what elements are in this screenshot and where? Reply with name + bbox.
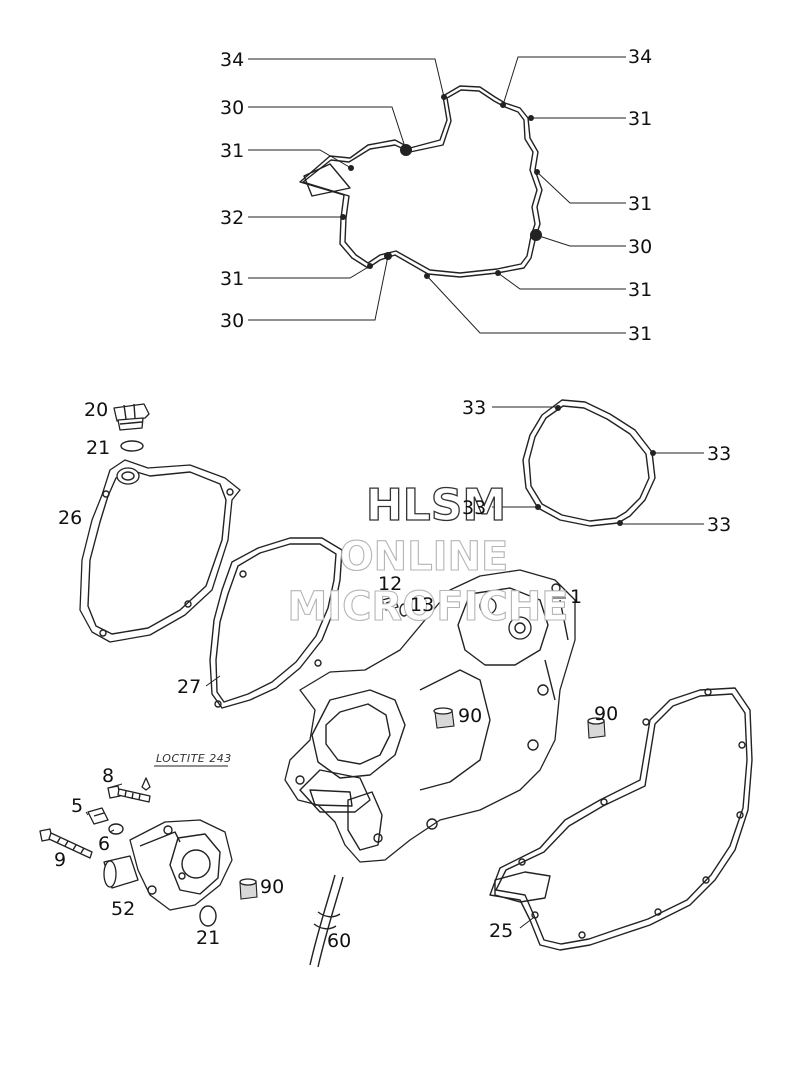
callout-label: 30 — [628, 236, 652, 258]
washer-6 — [108, 823, 124, 835]
screw-12 — [381, 596, 399, 611]
main-housing — [284, 569, 576, 863]
plug-5 — [87, 807, 109, 825]
leader-25 — [519, 917, 534, 929]
callout-label: 32 — [220, 207, 244, 229]
callout-label: 8 — [102, 765, 114, 787]
o-ring-21-lower — [199, 905, 217, 927]
callout-label: 20 — [84, 399, 108, 421]
callout-label: 26 — [58, 507, 82, 529]
callout-label: 31 — [628, 323, 652, 345]
hose-60 — [309, 874, 344, 968]
inner-gasket — [299, 85, 543, 279]
callout-label: 33 — [707, 514, 731, 536]
watermark-line-3: MICROFICHE — [287, 584, 568, 630]
callout-label: 1 — [570, 586, 582, 608]
callout-label: 34 — [628, 46, 652, 68]
bushing-90-lower — [239, 878, 258, 900]
callout-label: 52 — [111, 898, 135, 920]
callout-label: 9 — [54, 849, 66, 871]
thread-lock-drop — [141, 777, 151, 791]
water-pump-cover — [103, 819, 233, 911]
callout-label: 60 — [327, 930, 351, 952]
washer-13 — [399, 603, 409, 617]
bushing-90-right — [587, 717, 606, 739]
callout-label: 5 — [71, 795, 83, 817]
callout-label: 31 — [220, 140, 244, 162]
callout-label: 90 — [260, 876, 284, 898]
watermark: HLSM ONLINE MICROFICHE — [287, 479, 569, 630]
oil-filler-plug — [113, 403, 150, 431]
callout-label: 12 — [378, 573, 402, 595]
top-leader-lines — [248, 56, 626, 334]
bushing-90-center — [433, 707, 455, 729]
lower-right-gasket — [489, 687, 753, 951]
middle-gasket — [209, 537, 343, 709]
watermark-line-2: ONLINE — [340, 534, 509, 580]
callout-label: 90 — [458, 705, 482, 727]
leader-27 — [205, 675, 221, 687]
callout-label: 31 — [220, 268, 244, 290]
callout-label: 27 — [177, 676, 201, 698]
callout-label: 30 — [220, 97, 244, 119]
callout-label: 33 — [707, 443, 731, 465]
callout-label: 31 — [628, 108, 652, 130]
lower-leader-lines — [85, 783, 123, 833]
o-ring — [120, 440, 144, 452]
outer-gasket — [522, 399, 656, 527]
loctite-note: LOCTITE 243 — [156, 752, 232, 765]
callout-label: 31 — [628, 193, 652, 215]
watermark-line-1: HLSM — [366, 480, 506, 531]
callout-labels: 34 34 30 31 31 31 32 30 31 31 30 31 20 2… — [54, 46, 731, 952]
callout-label: 21 — [196, 927, 220, 949]
callout-label: 33 — [462, 397, 486, 419]
callout-label: 21 — [86, 437, 110, 459]
callout-label: 34 — [220, 49, 244, 71]
outer-cover — [79, 459, 241, 643]
bolt-9 — [39, 828, 93, 859]
callout-label: 90 — [594, 703, 618, 725]
callout-label: 33 — [462, 497, 486, 519]
callout-label: 31 — [628, 279, 652, 301]
right-leader-lines — [492, 406, 704, 525]
bolt-8 — [107, 785, 151, 803]
callout-label: 25 — [489, 920, 513, 942]
callout-label: 30 — [220, 310, 244, 332]
callout-label: 6 — [98, 833, 110, 855]
callout-label: 13 — [410, 594, 434, 616]
